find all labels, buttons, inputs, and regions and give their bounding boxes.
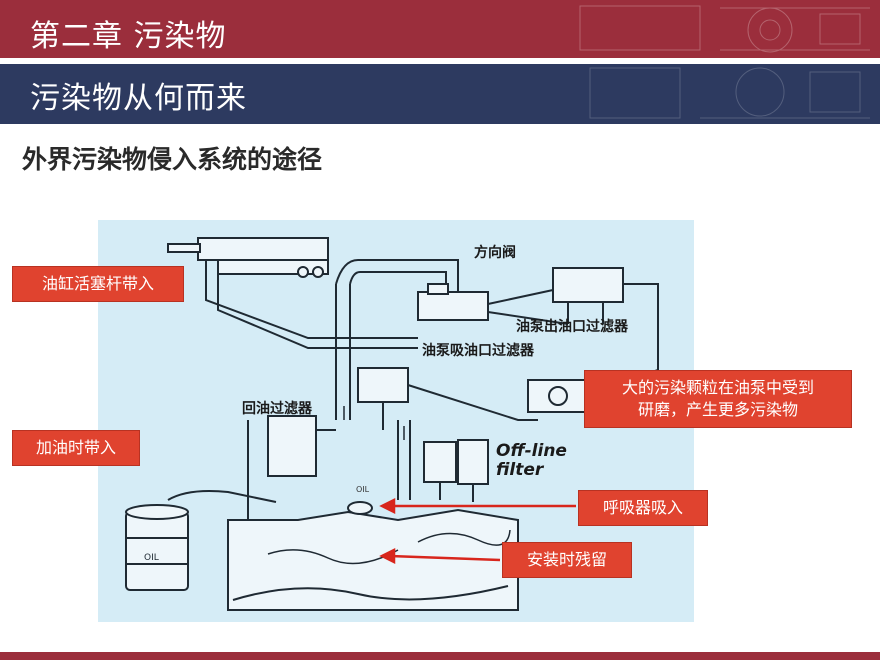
slide-heading: 外界污染物侵入系统的途径 bbox=[22, 145, 323, 174]
offline-filter-label-line2: filter bbox=[496, 460, 544, 480]
chapter-title: 第二章 污染物 bbox=[30, 19, 227, 54]
offline-filter-label-line1: Off-line bbox=[496, 441, 567, 461]
inline-tiny-label: OIL bbox=[356, 485, 370, 494]
oil-drum-marking: OIL bbox=[144, 553, 159, 563]
pump-suction-filter-label: 油泵吸油口过滤器 bbox=[422, 343, 534, 359]
callout-refueling: 加油时带入 bbox=[12, 430, 140, 466]
directional-valve-label: 方向阀 bbox=[474, 245, 516, 261]
callout-breather: 呼吸器吸入 bbox=[578, 490, 708, 526]
offline-filter-label: Off-line filter bbox=[496, 442, 567, 480]
footer-band bbox=[0, 652, 880, 660]
engineering-drawing-decoration bbox=[589, 67, 870, 119]
section-title: 污染物从何而来 bbox=[30, 81, 247, 116]
chapter-header-band: 第二章 污染物 bbox=[0, 0, 880, 58]
return-filter-label: 回油过滤器 bbox=[242, 401, 312, 417]
callout-cylinder-rod: 油缸活塞杆带入 bbox=[12, 266, 184, 302]
callout-pump-wear-line2: 研磨，产生更多污染物 bbox=[637, 400, 798, 419]
callout-pump-wear: 大的污染颗粒在油泵中受到 研磨，产生更多污染物 bbox=[584, 370, 852, 428]
pump-outlet-filter-label: 油泵出油口过滤器 bbox=[516, 319, 628, 335]
callout-installation: 安装时残留 bbox=[502, 542, 632, 578]
callout-pump-wear-line1: 大的污染颗粒在油泵中受到 bbox=[621, 378, 814, 397]
engineering-drawing-decoration bbox=[579, 5, 870, 53]
header-divider bbox=[0, 58, 880, 64]
hydraulic-system-illustration: OIL OIL bbox=[125, 237, 659, 611]
section-header-band: 污染物从何而来 bbox=[0, 64, 880, 124]
